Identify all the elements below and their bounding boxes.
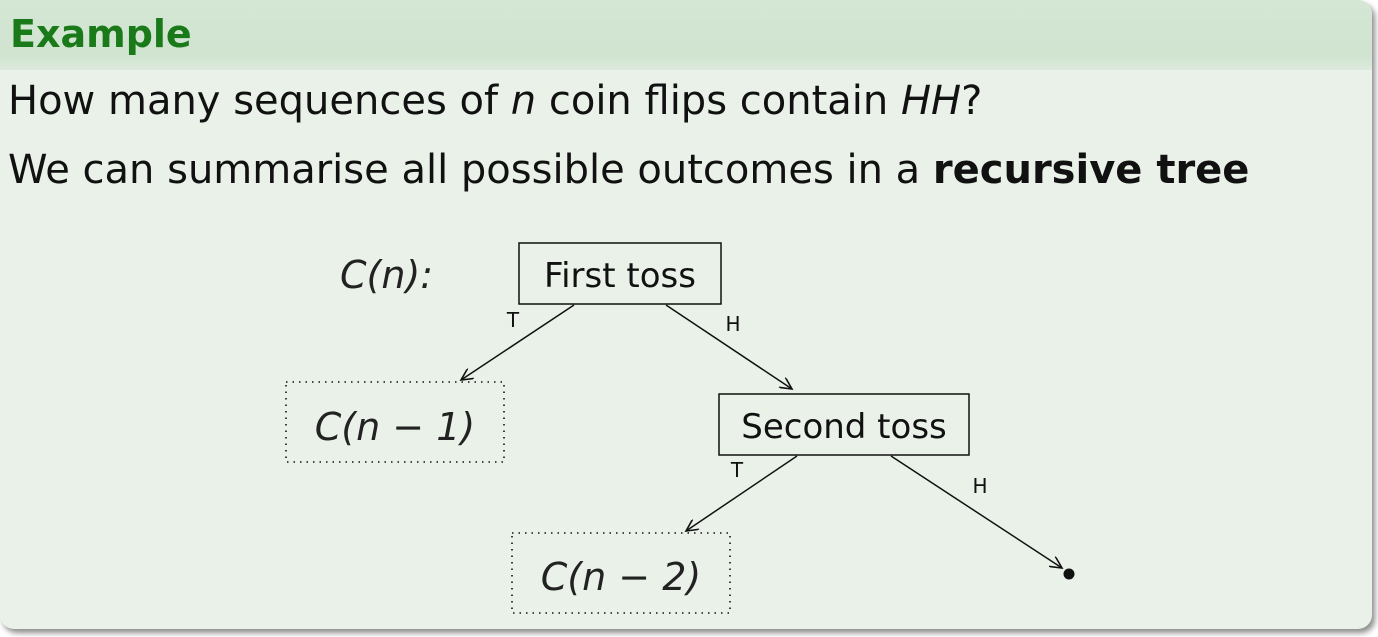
question-text-post: ? (961, 78, 983, 124)
edge-first-heads-label: H (725, 312, 740, 336)
leaf-c-n-minus-2-label: C(n − 2) (541, 555, 701, 599)
question-text-mid: coin flips contain (536, 78, 901, 124)
question-line: How many sequences of n coin flips conta… (8, 78, 982, 124)
summary-text-pre: We can summarise all possible outcomes i… (8, 147, 933, 193)
block-title-bar: Example (0, 0, 1372, 70)
terminal-node-dot (1063, 568, 1075, 580)
var-hh: HH (900, 78, 962, 124)
root-label: C(n): (340, 253, 433, 297)
var-n: n (510, 78, 537, 124)
edge-second-heads (890, 455, 1062, 568)
summary-line: We can summarise all possible outcomes i… (8, 147, 1249, 193)
summary-bold: recursive tree (932, 147, 1250, 193)
node-first-toss-label: First toss (544, 256, 696, 296)
edge-first-tails (461, 304, 575, 380)
node-second-toss-box (718, 393, 970, 456)
leaf-c-n-minus-1-label: C(n − 1) (315, 405, 475, 449)
edge-second-tails-label: T (730, 458, 744, 482)
edge-second-heads-label: H (972, 474, 987, 498)
edge-first-heads (665, 304, 792, 389)
question-text-pre: How many sequences of (8, 78, 511, 124)
node-second-toss-label: Second toss (741, 407, 947, 447)
edge-second-tails (686, 455, 798, 531)
node-first-toss-box (518, 242, 722, 305)
edge-first-tails-label: T (506, 308, 520, 332)
block-title: Example (10, 12, 192, 56)
